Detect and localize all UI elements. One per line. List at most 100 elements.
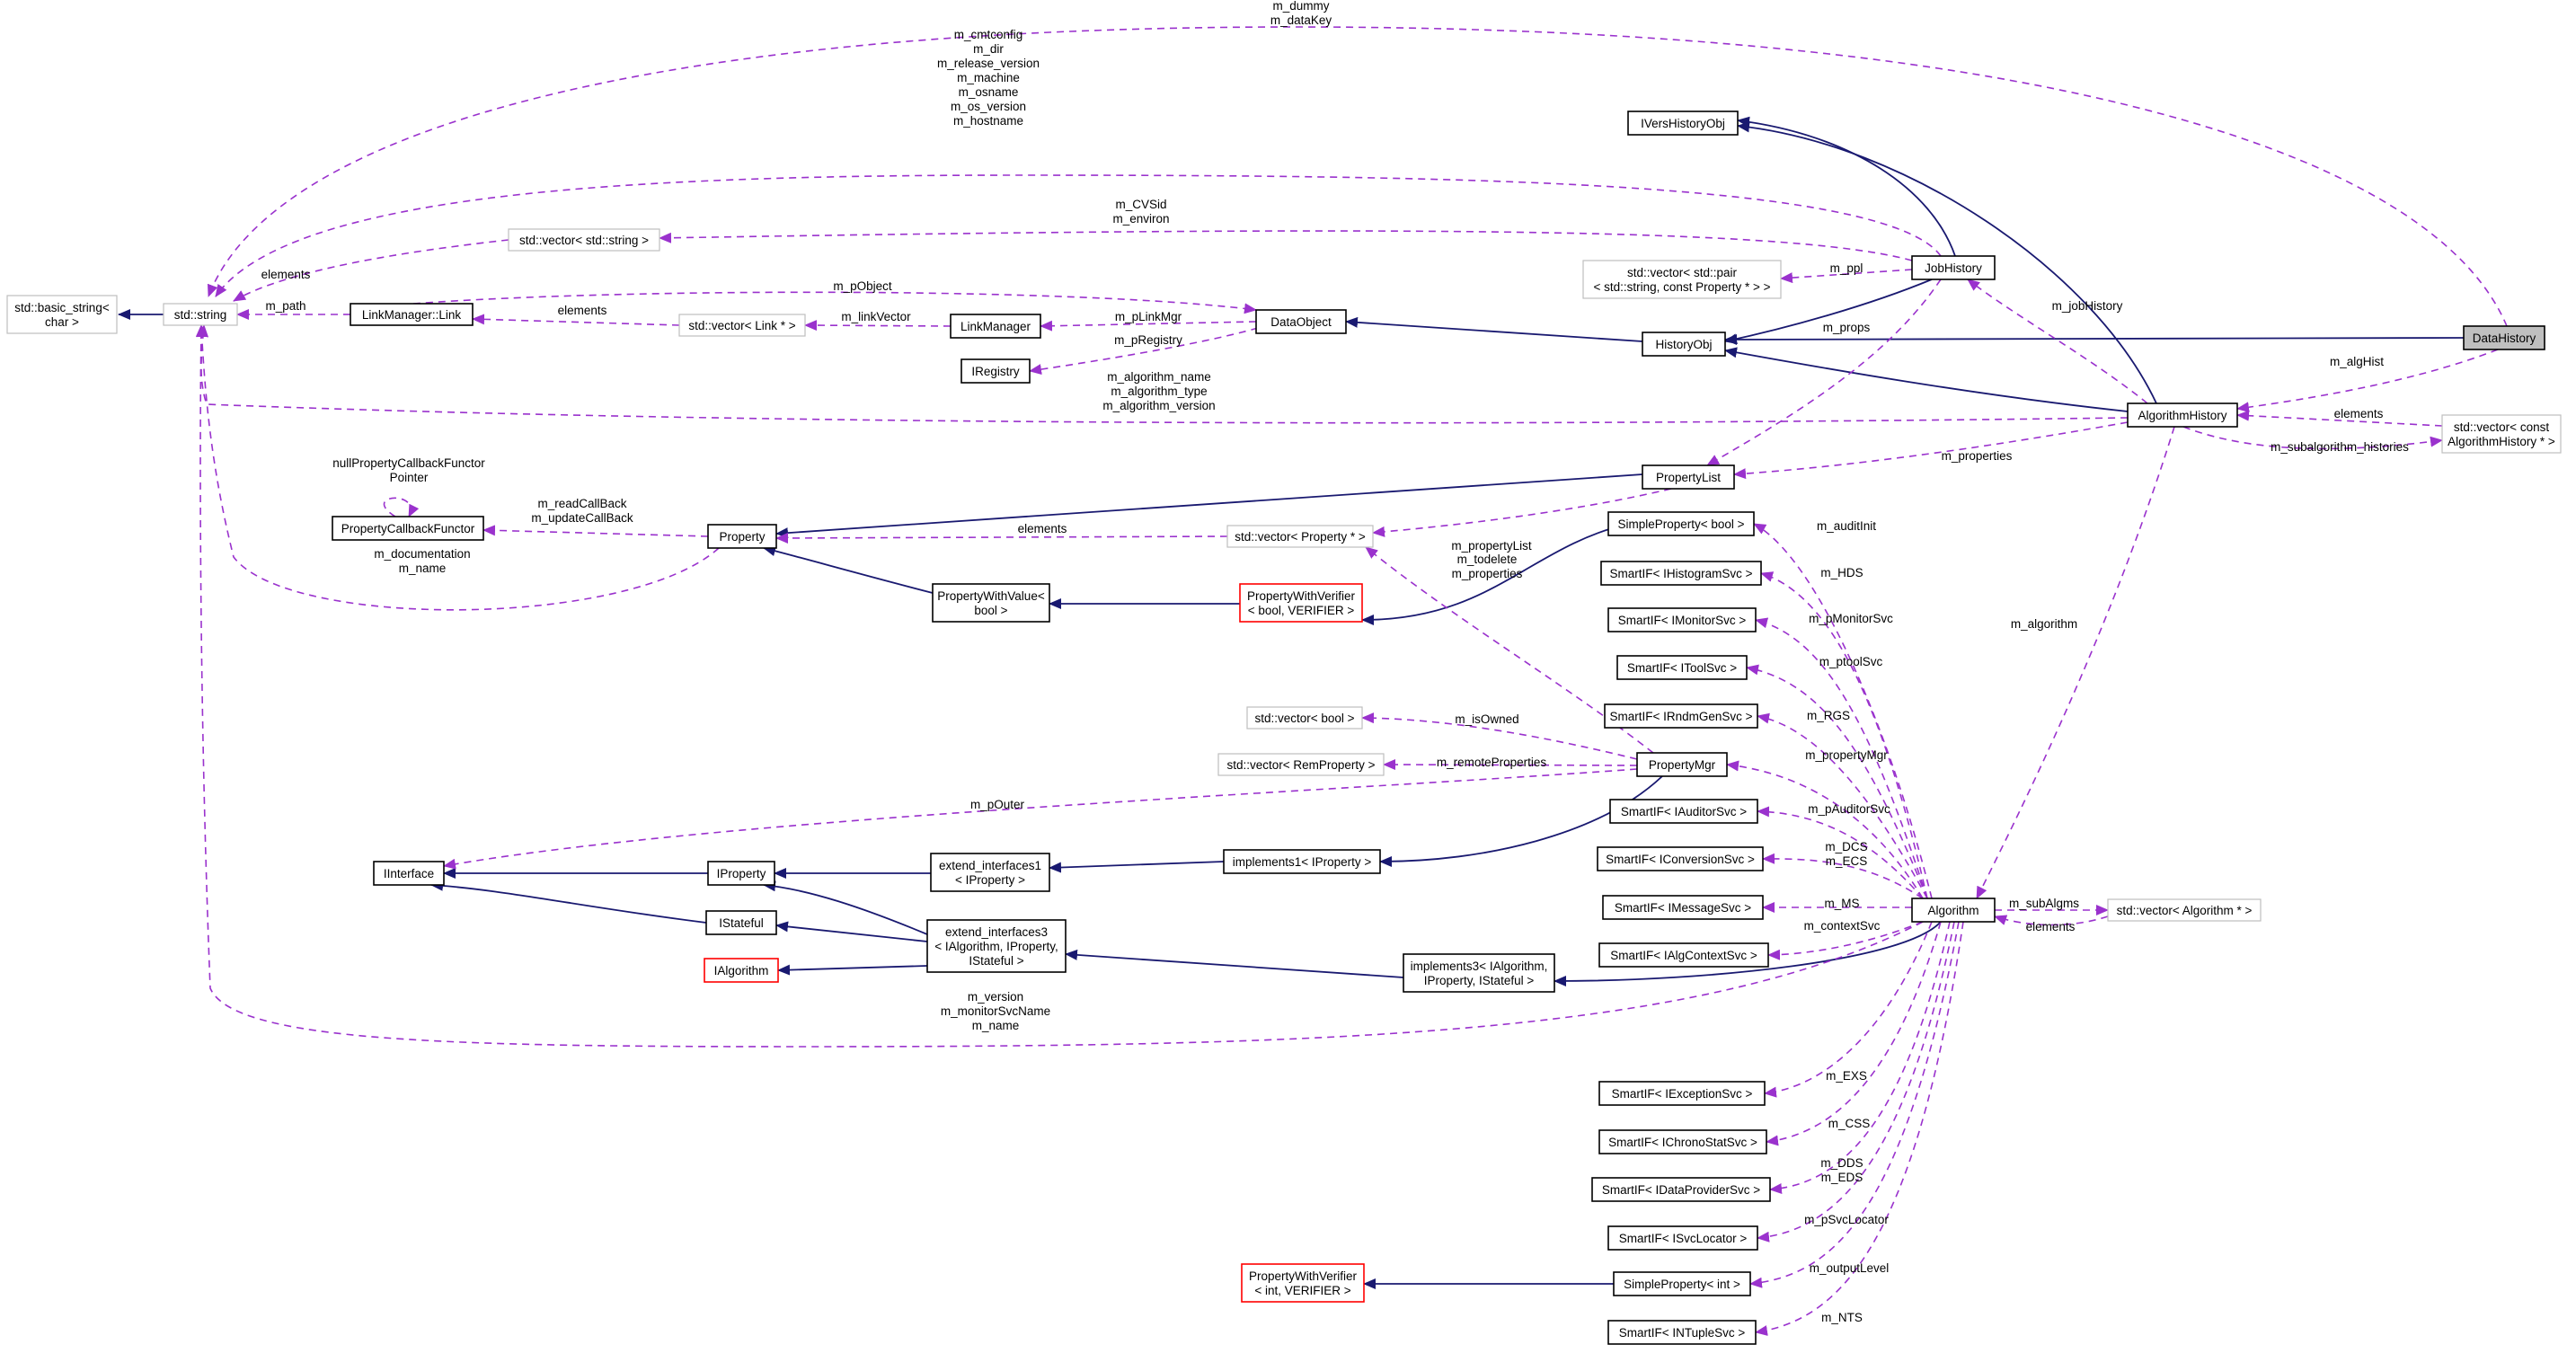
node-sif-dataprovider[interactable]: SmartIF< IDataProviderSvc > — [1591, 1177, 1771, 1202]
edge-label-alg-rndm: m_RGS — [1807, 709, 1850, 722]
edge-label-alg-pm: m_propertyMgr — [1805, 748, 1888, 762]
node-propertylist[interactable]: PropertyList — [1642, 464, 1735, 490]
node-jobhistory[interactable]: JobHistory — [1911, 255, 1996, 280]
node-extend3[interactable]: extend_interfaces3< IAlgorithm, IPropert… — [926, 919, 1067, 973]
edge-label-alg-simplebool: m_auditInit — [1817, 519, 1876, 533]
node-linkmanager[interactable]: LinkManager — [950, 314, 1041, 339]
node-extend1[interactable]: extend_interfaces1< IProperty > — [930, 853, 1050, 892]
edge-label-line: m_pSvcLocator — [1804, 1213, 1889, 1226]
node-label: char > — [45, 315, 79, 329]
edge-label-alg-auditor: m_pAuditorSvc — [1808, 802, 1890, 816]
node-box — [1616, 655, 1748, 680]
node-box — [1642, 464, 1735, 490]
edge-label-line: m_cmtconfig — [954, 28, 1023, 41]
node-iregistry[interactable]: IRegistry — [960, 358, 1031, 384]
node-sif-chrono[interactable]: SmartIF< IChronoStatSvc > — [1598, 1129, 1767, 1154]
node-vector-alg[interactable]: std::vector< Algorithm * > — [2107, 898, 2262, 922]
node-propertymgr[interactable]: PropertyMgr — [1636, 752, 1728, 777]
node-box — [1241, 1263, 1365, 1303]
usage-edge — [233, 239, 509, 302]
edge-label-line: m_release_version — [937, 57, 1040, 70]
node-simpleprop-bool[interactable]: SimpleProperty< bool > — [1607, 511, 1755, 536]
node-label: SmartIF< IHistogramSvc > — [1609, 567, 1752, 580]
node-sif-svclocator[interactable]: SmartIF< ISvcLocator > — [1607, 1225, 1758, 1251]
node-iinterface[interactable]: IInterface — [373, 861, 445, 886]
node-simpleprop-int[interactable]: SimpleProperty< int > — [1613, 1271, 1751, 1296]
node-box — [1607, 1225, 1758, 1251]
usage-edge — [1976, 426, 2175, 899]
node-label: std::vector< std::pair — [1627, 266, 1737, 279]
node-iversionhistoryobj[interactable]: IVersHistoryObj — [1627, 111, 1739, 136]
node-label: std::vector< RemProperty > — [1226, 758, 1375, 772]
node-iproperty[interactable]: IProperty — [707, 861, 775, 886]
edge-label-line: m_algHist — [2330, 355, 2384, 368]
edge-label-do-ireg: m_pRegistry — [1114, 333, 1182, 347]
edge-label-line: m_HDS — [1820, 566, 1863, 579]
usage-edge — [1769, 921, 1951, 1195]
node-label: SmartIF< IExceptionSvc > — [1612, 1087, 1753, 1101]
edges-layer — [118, 26, 2508, 1336]
node-historyobj[interactable]: HistoryObj — [1642, 332, 1726, 357]
node-implements3[interactable]: implements3< IAlgorithm,IProperty, IStat… — [1403, 953, 1555, 993]
node-sif-exception[interactable]: SmartIF< IExceptionSvc > — [1598, 1081, 1766, 1106]
edge-label-proplist-vecprop: m_propertyList — [1451, 539, 1532, 553]
node-sif-tool[interactable]: SmartIF< IToolSvc > — [1616, 655, 1748, 680]
node-label: bool > — [974, 604, 1007, 617]
node-vector-string[interactable]: std::vector< std::string > — [508, 228, 660, 252]
node-link[interactable]: LinkManager::Link — [350, 303, 474, 326]
node-label: IProperty, IStateful > — [1424, 974, 1535, 987]
node-implements1[interactable]: implements1< IProperty > — [1223, 849, 1381, 874]
edge-label-line: m_version — [968, 990, 1023, 1004]
node-label: SmartIF< IAuditorSvc > — [1621, 805, 1747, 818]
node-basic-string[interactable]: std::basic_string<char > — [6, 295, 118, 334]
node-label: SmartIF< IToolSvc > — [1627, 661, 1737, 675]
usage-edge — [1746, 664, 1928, 899]
node-box — [1255, 309, 1347, 334]
node-istateful[interactable]: IStateful — [705, 910, 777, 935]
usage-edge — [443, 768, 1638, 870]
node-propcallback[interactable]: PropertyCallbackFunctor — [332, 516, 484, 541]
node-box — [1602, 895, 1764, 920]
node-sif-rndm[interactable]: SmartIF< IRndmGenSvc > — [1604, 703, 1758, 729]
node-dataobject[interactable]: DataObject — [1255, 309, 1347, 334]
edge-label-alg-vecalg: m_subAlgms — [2009, 897, 2079, 910]
node-sif-ntuple[interactable]: SmartIF< INTupleSvc > — [1607, 1320, 1757, 1345]
node-datahistory[interactable]: DataHistory — [2463, 325, 2545, 350]
usage-edge — [1753, 523, 1933, 899]
edge-label-line: m_outputLevel — [1810, 1261, 1890, 1275]
node-ialgorithm[interactable]: IAlgorithm — [704, 958, 779, 983]
edge-label-line: elements — [261, 268, 311, 281]
node-box — [1403, 953, 1555, 993]
node-pwverifier-bool[interactable]: PropertyWithVerifier< bool, VERIFIER > — [1239, 583, 1363, 623]
edge-label-alg-monitor: m_pMonitorSvc — [1809, 612, 1893, 625]
node-sif-monitor[interactable]: SmartIF< IMonitorSvc > — [1607, 607, 1757, 632]
node-vector-bool[interactable]: std::vector< bool > — [1246, 706, 1363, 730]
edge-label-vecstring-string: elements — [261, 268, 311, 281]
node-sif-auditor[interactable]: SmartIF< IAuditorSvc > — [1609, 799, 1758, 824]
edge-label-line: m_algorithm_version — [1102, 399, 1215, 412]
node-algorithm[interactable]: Algorithm — [1911, 898, 1996, 923]
node-property[interactable]: Property — [707, 524, 777, 549]
node-vector-remprop[interactable]: std::vector< RemProperty > — [1217, 753, 1385, 776]
node-label: JobHistory — [1925, 261, 1982, 275]
node-vector-property[interactable]: std::vector< Property * > — [1226, 525, 1374, 548]
node-string[interactable]: std::string — [163, 303, 238, 326]
node-sif-histo[interactable]: SmartIF< IHistogramSvc > — [1600, 561, 1762, 586]
node-box — [508, 228, 660, 252]
node-sif-message[interactable]: SmartIF< IMessageSvc > — [1602, 895, 1764, 920]
node-vector-pair[interactable]: std::vector< std::pair< std::string, con… — [1582, 260, 1782, 299]
usage-edge — [1757, 806, 1924, 899]
usage-edge — [1706, 279, 1942, 466]
node-algorithmhistory[interactable]: AlgorithmHistory — [2127, 402, 2238, 428]
node-label: SmartIF< IAlgContextSvc > — [1610, 949, 1757, 962]
edge-label-line: m_environ — [1112, 212, 1169, 226]
node-pwv-bool[interactable]: PropertyWithValue<bool > — [932, 583, 1050, 623]
node-sif-conversion[interactable]: SmartIF< IConversionSvc > — [1597, 846, 1764, 871]
node-box — [1591, 1177, 1771, 1202]
inheritance-edge — [1065, 949, 1404, 978]
node-vector-link[interactable]: std::vector< Link * > — [678, 314, 806, 337]
edge-label-line: m_path — [265, 299, 305, 313]
node-sif-algcontext[interactable]: SmartIF< IAlgContextSvc > — [1598, 942, 1769, 968]
node-pwverifier-int[interactable]: PropertyWithVerifier< int, VERIFIER > — [1241, 1263, 1365, 1303]
